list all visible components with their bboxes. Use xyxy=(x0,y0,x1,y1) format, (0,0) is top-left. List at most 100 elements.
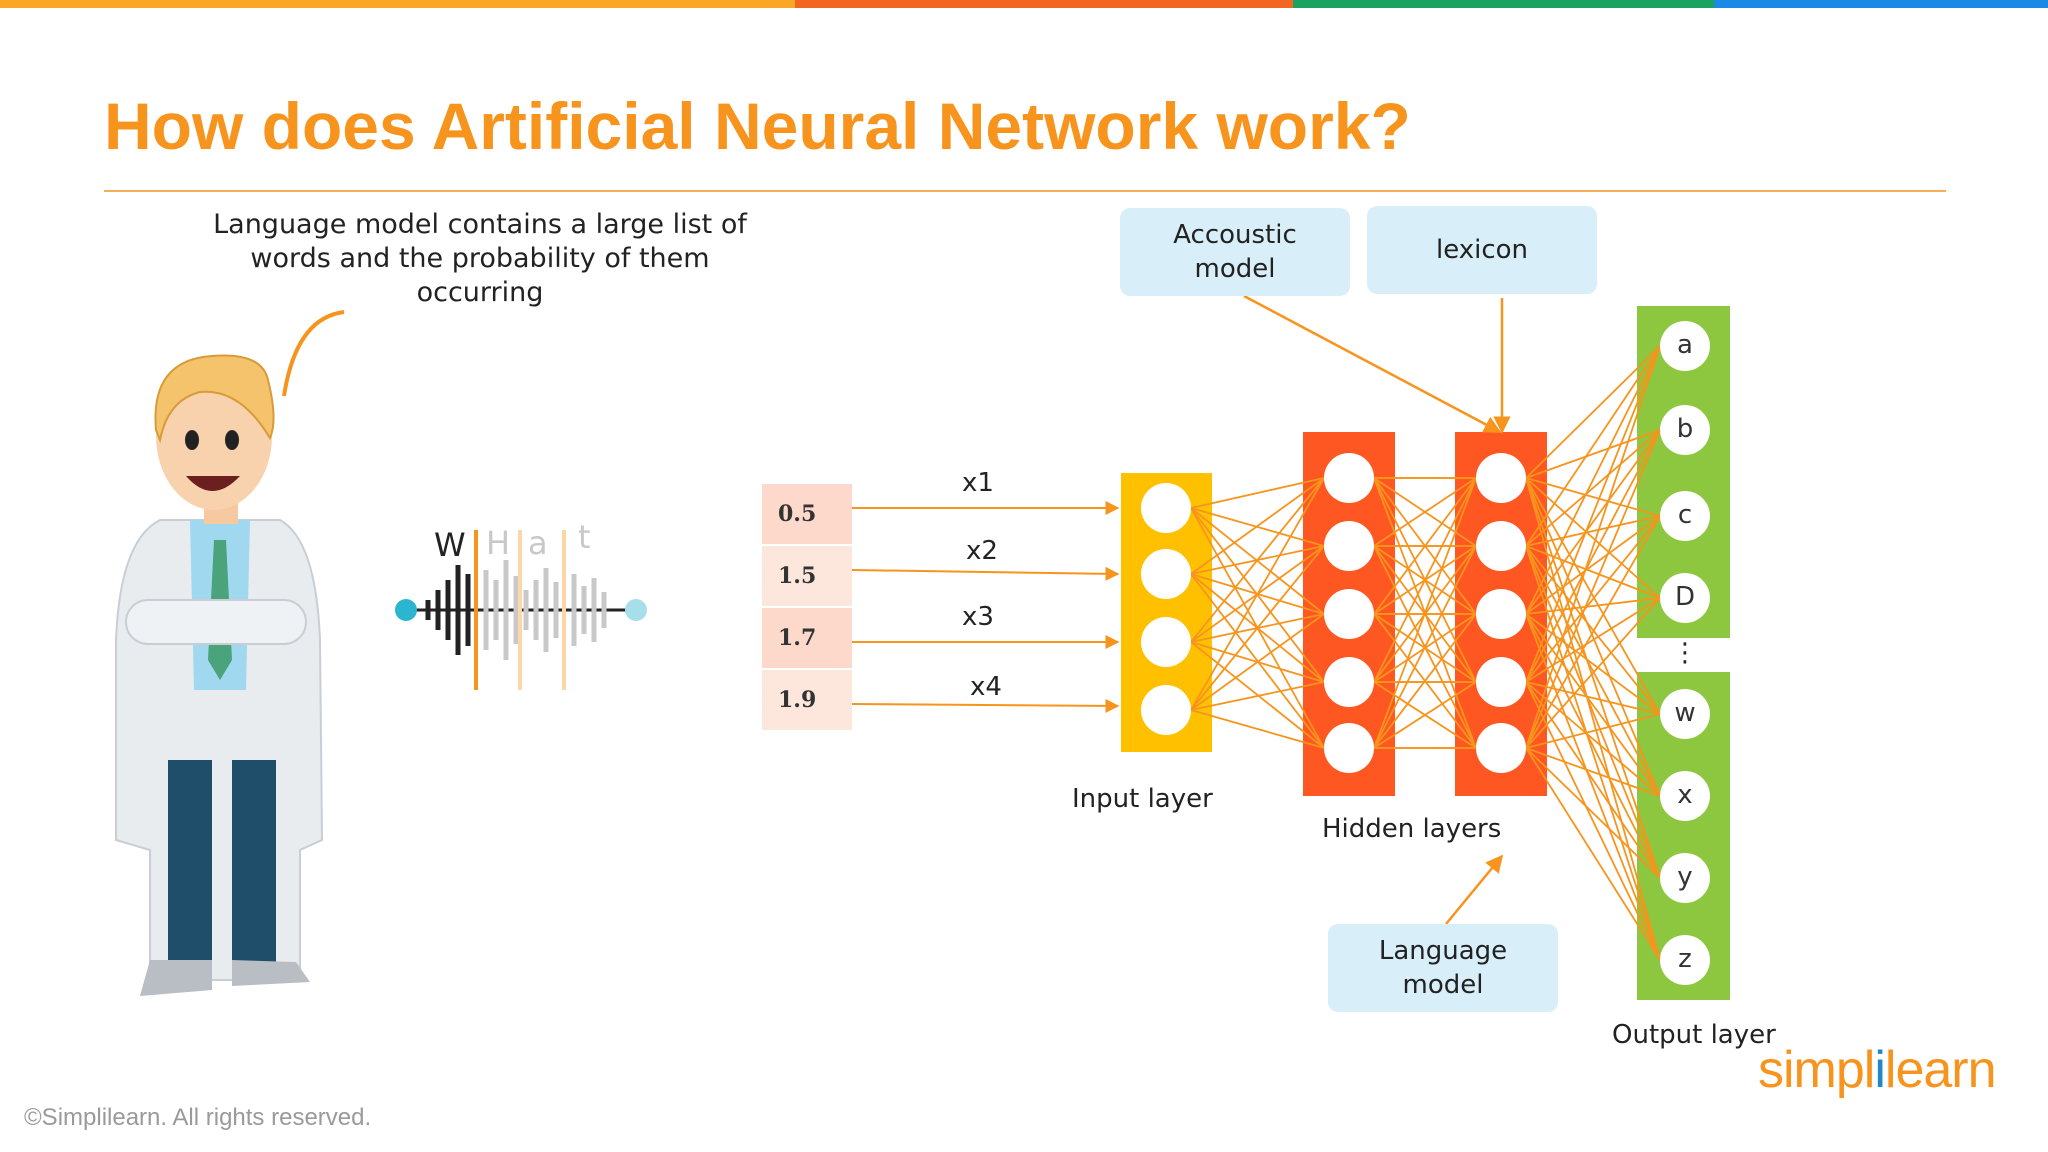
language-model-arrow xyxy=(1445,854,1504,925)
connection-line xyxy=(1525,477,1661,797)
output-node-2 xyxy=(1660,405,1710,455)
connection-line xyxy=(1525,597,1661,683)
connection-line xyxy=(1525,613,1661,797)
connection-line xyxy=(1525,747,1661,797)
connection-line xyxy=(1525,429,1661,683)
output-label-b: b xyxy=(1676,414,1694,444)
scientist-illustration xyxy=(115,354,324,996)
connection-line xyxy=(1525,345,1661,615)
input-node-1 xyxy=(1141,483,1191,533)
input-label-x2: x2 xyxy=(966,536,998,566)
connection-line xyxy=(1190,477,1325,575)
connection-line xyxy=(1525,613,1661,961)
output-label-x: x xyxy=(1677,780,1693,810)
top-stripe-orange xyxy=(0,0,795,8)
language-model-line1: Language xyxy=(1378,936,1508,966)
connection-line xyxy=(1190,477,1325,711)
left-shoe xyxy=(140,960,212,996)
connection-line xyxy=(1373,681,1477,749)
right-shoe xyxy=(232,960,310,986)
output-node-3 xyxy=(1660,491,1710,541)
input-label-x3: x3 xyxy=(962,602,994,632)
caption-line-1: Language model contains a large list of xyxy=(213,209,747,240)
input-node-4 xyxy=(1141,685,1191,735)
connection-line xyxy=(1525,429,1661,547)
left-eye xyxy=(185,430,199,450)
connection-line xyxy=(1525,429,1661,749)
connection-line xyxy=(1525,345,1661,479)
connection-line xyxy=(1525,477,1661,961)
connection-line xyxy=(1525,515,1661,749)
connection-line xyxy=(1190,613,1325,711)
connection-line xyxy=(1525,747,1661,961)
connection-line xyxy=(1525,613,1661,879)
connection-line xyxy=(1525,345,1661,749)
connection-line xyxy=(1525,597,1661,749)
input-layer-label: Input layer xyxy=(1072,784,1213,814)
hidden-layers-label: Hidden layers xyxy=(1322,814,1502,844)
connection-line xyxy=(1525,681,1661,961)
word-letter-1: W xyxy=(434,526,466,564)
input-value-1-bg xyxy=(762,484,852,544)
word-letter-3: a xyxy=(528,524,548,562)
input-value-3: 1.7 xyxy=(778,625,817,651)
output-node-4 xyxy=(1660,573,1710,623)
connection-line xyxy=(1190,477,1325,509)
hidden1-node-4 xyxy=(1324,657,1374,707)
connection-line xyxy=(1525,515,1661,547)
right-leg xyxy=(232,760,276,965)
input-value-3-bg xyxy=(762,608,852,668)
connection-line xyxy=(1373,477,1477,749)
connection-line xyxy=(1525,597,1661,615)
connection-line xyxy=(1190,681,1325,711)
output-label-z: z xyxy=(1678,944,1692,974)
output-label-w: w xyxy=(1674,698,1696,728)
connection-line xyxy=(1190,709,1325,749)
input-arrow-4 xyxy=(851,698,1120,713)
output-layer-label: Output layer xyxy=(1612,1020,1776,1050)
simplilearn-logo: simplilearn xyxy=(1758,1040,1997,1100)
connection-line xyxy=(1525,477,1661,517)
speech-arc xyxy=(282,310,345,397)
language-model-box: Language model xyxy=(1328,924,1558,1012)
acoustic-arrow xyxy=(1243,294,1502,434)
waveform-start-dot xyxy=(395,599,417,621)
hidden1-node-5 xyxy=(1324,723,1374,773)
input-value-2-bg xyxy=(762,546,852,606)
output-label-y: y xyxy=(1677,862,1693,892)
logo-part-2: i xyxy=(1874,1041,1886,1099)
page-title: How does Artificial Neural Network work? xyxy=(104,89,1411,163)
waveform xyxy=(395,530,647,690)
input-nodes xyxy=(1141,483,1191,735)
output-nodes xyxy=(1660,321,1710,985)
output-node-7 xyxy=(1660,853,1710,903)
input-value-4-bg xyxy=(762,670,852,730)
acoustic-model-box: Accoustic model xyxy=(1120,208,1350,296)
output-node-6 xyxy=(1660,771,1710,821)
hidden2-node-3 xyxy=(1476,589,1526,639)
connection-line xyxy=(1525,545,1661,797)
title-divider xyxy=(104,190,1946,192)
waveform-end-dot xyxy=(625,599,647,621)
network-connections xyxy=(1190,345,1661,961)
input-label-x1: x1 xyxy=(962,468,994,498)
hidden-nodes-2 xyxy=(1476,453,1526,773)
output-node-5 xyxy=(1660,689,1710,739)
connection-line xyxy=(1525,345,1661,683)
hidden2-node-4 xyxy=(1476,657,1526,707)
language-model-line2: model xyxy=(1402,970,1484,1000)
hidden1-node-3 xyxy=(1324,589,1374,639)
connection-line xyxy=(1525,429,1661,615)
connection-line xyxy=(1525,477,1661,879)
hidden2-node-2 xyxy=(1476,521,1526,571)
output-node-8 xyxy=(1660,935,1710,985)
top-stripe-red xyxy=(795,0,1293,8)
word-letter-2: H xyxy=(486,524,511,562)
word-letter-4: t xyxy=(578,518,591,556)
connection-line xyxy=(1525,681,1661,715)
hidden2-node-1 xyxy=(1476,453,1526,503)
input-label-x4: x4 xyxy=(970,672,1002,702)
arms xyxy=(125,599,307,645)
connection-line xyxy=(1525,515,1661,683)
